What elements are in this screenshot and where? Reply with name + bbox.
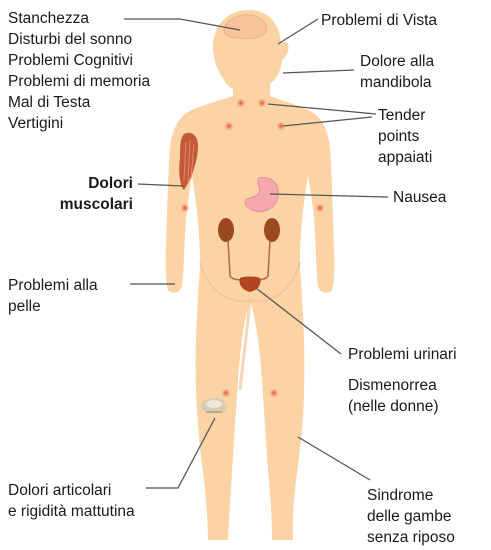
right-kidney-icon — [264, 218, 280, 242]
label-tender-points: Tender points appaiati — [378, 105, 432, 168]
body-silhouette — [166, 10, 335, 540]
label-vista: Problemi di Vista — [321, 10, 437, 31]
label-articolari: Dolori articolari e rigidità mattutina — [8, 480, 135, 522]
label-mandibola: Dolore alla mandibola — [360, 51, 434, 93]
knee-joint-icon — [201, 398, 227, 414]
left-kidney-icon — [218, 218, 234, 242]
label-urinari: Problemi urinari — [348, 344, 457, 365]
label-gambe: Sindrome delle gambe senza riposo — [367, 485, 455, 548]
label-muscolari: Dolori muscolari — [33, 173, 133, 215]
label-dismenorrea: Dismenorrea (nelle donne) — [348, 375, 438, 417]
left-symptoms-list: Stanchezza Disturbi del sonno Problemi C… — [8, 8, 150, 134]
label-pelle: Problemi alla pelle — [8, 275, 98, 317]
label-nausea: Nausea — [393, 187, 446, 208]
